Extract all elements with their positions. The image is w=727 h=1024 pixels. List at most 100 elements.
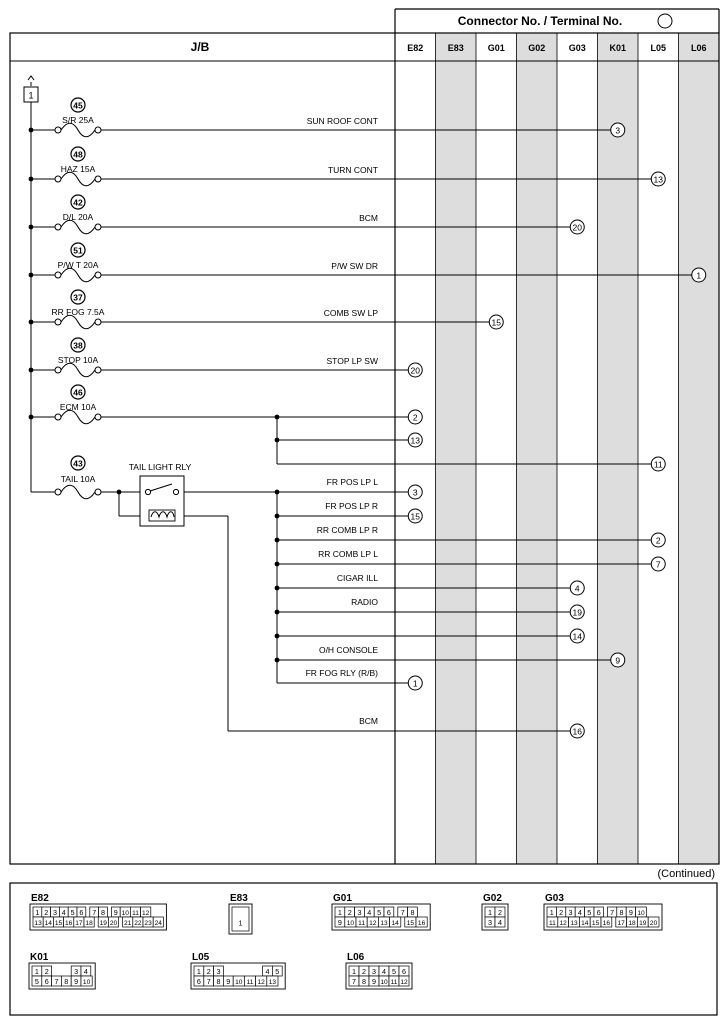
circuit-label: COMB SW LP	[324, 308, 379, 318]
continued-label: (Continued)	[658, 868, 715, 880]
connector-pin-number: 6	[45, 977, 49, 986]
fuse-terminal-icon	[94, 126, 102, 134]
terminal-number: 3	[413, 487, 418, 497]
connector-pin-number: 9	[629, 908, 633, 917]
connector-pin-number: 2	[348, 908, 352, 917]
terminal-number: 14	[573, 631, 583, 641]
connector-pin-number: 1	[239, 919, 243, 928]
relay-contact-icon	[172, 488, 180, 496]
connector-name-k01: K01	[30, 952, 49, 963]
fuse-icon	[60, 219, 96, 235]
terminal-number: 2	[656, 535, 661, 545]
terminal-number: 20	[573, 222, 583, 232]
column-header-l06: L06	[691, 43, 707, 53]
connector-pin-number: 6	[402, 967, 406, 976]
junction-dot	[28, 414, 34, 420]
circuit-label: CIGAR ILL	[337, 573, 378, 583]
relay-contact-icon	[144, 488, 152, 496]
connector-pin-cell	[231, 906, 250, 932]
connector-pin-number: 6	[597, 908, 601, 917]
column-shade-e83	[435, 33, 476, 864]
connector-pin-number: 3	[569, 908, 573, 917]
terminal-number: 15	[411, 511, 421, 521]
terminal-number: 11	[654, 459, 663, 469]
circuit-label: RR COMB LP L	[318, 549, 378, 559]
terminal-number: 13	[411, 435, 421, 445]
junction-dot	[28, 224, 34, 230]
connector-pin-number: 22	[134, 920, 142, 927]
diagram-border	[9, 32, 720, 865]
connector-pin-number: 12	[258, 979, 266, 986]
connector-pin-number: 4	[84, 967, 88, 976]
fuse-terminal-icon	[54, 318, 62, 326]
connector-pin-number: 12	[560, 920, 568, 927]
connector-pin-number: 17	[75, 920, 83, 927]
fuse-icon	[60, 484, 96, 500]
connector-pin-number: 2	[559, 908, 563, 917]
connector-pin-number: 3	[358, 908, 362, 917]
fuse-label: D/L 20A	[63, 212, 94, 222]
circuit-label: BCM	[359, 716, 378, 726]
terminal-number: 2	[413, 412, 418, 422]
terminal-marker	[488, 314, 504, 330]
connector-pin-number: 2	[362, 967, 366, 976]
terminal-marker	[650, 171, 666, 187]
terminal-number: 16	[573, 726, 583, 736]
connector-pin-number: 5	[275, 967, 279, 976]
relay-box	[139, 475, 185, 527]
connector-pin-number: 1	[550, 908, 554, 917]
connector-pin-number: 3	[372, 967, 376, 976]
connector-pin-number: 4	[367, 908, 371, 917]
terminal-marker	[407, 675, 423, 691]
connector-pin-number: 5	[392, 967, 396, 976]
connector-pin-number: 4	[62, 908, 66, 917]
connector-pin-number: 6	[197, 977, 201, 986]
fuse-label: ECM 10A	[60, 402, 97, 412]
terminal-number: 3	[615, 125, 620, 135]
connector-pin-number: 16	[418, 920, 426, 927]
connector-pin-cell	[600, 916, 613, 928]
terminal-marker	[407, 362, 423, 378]
connector-pin-cell	[389, 916, 402, 928]
connector-pin-number: 1	[488, 908, 492, 917]
connector-name-g01: G01	[333, 893, 352, 904]
terminal-marker	[569, 723, 585, 739]
connector-pin-number: 21	[124, 920, 132, 927]
connector-pin-cell	[83, 916, 95, 928]
junction-dot	[28, 367, 34, 373]
terminal-marker	[407, 508, 423, 524]
terminal-marker	[691, 267, 707, 283]
fuse-icon	[60, 314, 96, 330]
fuse-terminal-icon	[54, 366, 62, 374]
connector-pin-number: 20	[650, 920, 658, 927]
connector-pin-number: 5	[35, 977, 39, 986]
terminal-number: 13	[654, 174, 664, 184]
connector-pin-cell	[398, 975, 410, 987]
connector-pin-cell	[108, 916, 119, 928]
fuse-number-circle	[70, 194, 86, 210]
junction-dot	[28, 176, 34, 182]
circuit-label: STOP LP SW	[327, 356, 379, 366]
connector-pin-number: 7	[352, 977, 356, 986]
connector-name-l05: L05	[192, 952, 210, 963]
fuse-label: S/R 25A	[62, 115, 94, 125]
connector-pin-number: 5	[377, 908, 381, 917]
circuit-label: FR POS LP R	[325, 501, 378, 511]
terminal-marker	[569, 580, 585, 596]
connector-pin-number: 4	[382, 967, 386, 976]
column-shade-l06	[678, 33, 719, 864]
column-shade-g02	[516, 33, 557, 864]
connector-pin-number: 13	[34, 920, 42, 927]
connector-pin-number: 4	[266, 967, 270, 976]
connector-pin-number: 19	[100, 920, 108, 927]
connector-pin-number: 24	[155, 920, 163, 927]
connector-pin-number: 15	[407, 920, 415, 927]
terminal-marker	[569, 604, 585, 620]
connector-pin-number: 16	[65, 920, 73, 927]
connector-pin-number: 2	[44, 908, 48, 917]
connector-pin-number: 1	[352, 967, 356, 976]
column-header-l05: L05	[650, 43, 666, 53]
